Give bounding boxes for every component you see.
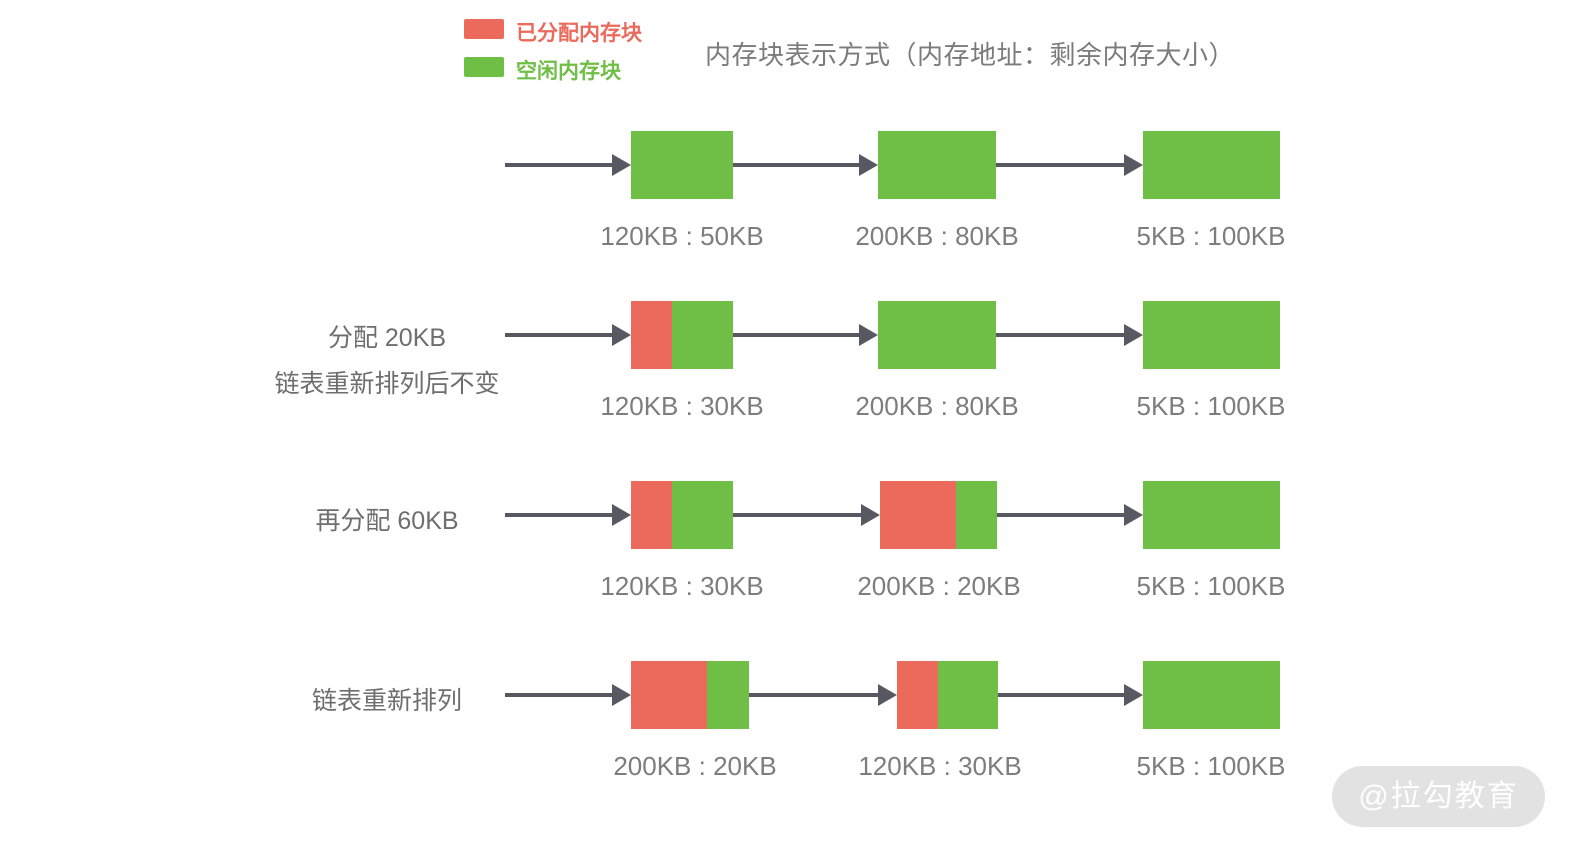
- allocated-segment: [880, 481, 956, 549]
- legend-free-swatch: [464, 57, 504, 77]
- link-arrow: [733, 504, 880, 526]
- row-label: 链表重新排列: [311, 687, 462, 715]
- arrow-shaft: [505, 513, 616, 517]
- link-arrow: [505, 504, 631, 526]
- arrow-head-icon: [612, 684, 631, 706]
- free-segment: [631, 131, 733, 199]
- block-caption: 120KB : 50KB: [600, 221, 764, 251]
- free-segment: [1143, 481, 1280, 549]
- memory-block: [878, 301, 996, 369]
- free-segment: [938, 661, 998, 729]
- memory-block: [880, 481, 997, 549]
- row-label: 分配 20KB: [327, 324, 447, 352]
- free-segment: [1143, 661, 1280, 729]
- arrow-head-icon: [878, 684, 897, 706]
- arrow-head-icon: [612, 324, 631, 346]
- arrow-head-icon: [612, 504, 631, 526]
- diagram-title: 内存块表示方式（内存地址：剩余内存大小）: [705, 40, 1236, 70]
- link-arrow: [998, 684, 1143, 706]
- arrow-shaft: [749, 693, 882, 697]
- row-label: 再分配 60KB: [315, 507, 459, 535]
- link-arrow: [996, 154, 1143, 176]
- block-caption: 200KB : 80KB: [855, 391, 1019, 421]
- arrow-shaft: [998, 693, 1128, 697]
- watermark-badge: @拉勾教育: [1332, 766, 1545, 827]
- arrow-shaft: [733, 513, 865, 517]
- block-caption: 200KB : 20KB: [857, 571, 1021, 601]
- free-segment: [672, 481, 733, 549]
- arrow-shaft: [997, 513, 1128, 517]
- allocated-segment: [631, 481, 672, 549]
- allocated-segment: [631, 661, 707, 729]
- arrow-head-icon: [1124, 324, 1143, 346]
- arrow-shaft: [996, 163, 1128, 167]
- arrow-shaft: [505, 163, 616, 167]
- link-arrow: [505, 154, 631, 176]
- memory-block: [878, 131, 996, 199]
- memory-block: [1143, 301, 1280, 369]
- arrow-shaft: [733, 163, 863, 167]
- arrow-head-icon: [612, 154, 631, 176]
- memory-block: [631, 661, 749, 729]
- free-segment: [878, 301, 996, 369]
- link-arrow: [749, 684, 897, 706]
- row-label: 链表重新排列后不变: [274, 370, 500, 398]
- memory-block: [1143, 131, 1280, 199]
- arrow-shaft: [996, 333, 1128, 337]
- link-arrow: [505, 684, 631, 706]
- legend-allocated-label: 已分配内存块: [516, 22, 642, 45]
- link-arrow: [505, 324, 631, 346]
- memory-block: [1143, 661, 1280, 729]
- memory-block: [897, 661, 998, 729]
- block-caption: 120KB : 30KB: [600, 391, 764, 421]
- block-caption: 120KB : 30KB: [600, 571, 764, 601]
- free-segment: [956, 481, 997, 549]
- block-caption: 5KB : 100KB: [1136, 571, 1286, 601]
- free-segment: [878, 131, 996, 199]
- memory-block: [631, 131, 733, 199]
- legend-free-label: 空闲内存块: [516, 60, 621, 83]
- free-segment: [1143, 131, 1280, 199]
- legend-allocated-swatch: [464, 19, 504, 39]
- memory-block: [1143, 481, 1280, 549]
- block-caption: 5KB : 100KB: [1136, 221, 1286, 251]
- free-segment: [672, 301, 733, 369]
- link-arrow: [996, 324, 1143, 346]
- link-arrow: [733, 154, 878, 176]
- block-caption: 200KB : 20KB: [613, 751, 777, 781]
- block-caption: 200KB : 80KB: [855, 221, 1019, 251]
- free-segment: [1143, 301, 1280, 369]
- allocated-segment: [631, 301, 672, 369]
- link-arrow: [997, 504, 1143, 526]
- arrow-head-icon: [859, 154, 878, 176]
- block-caption: 5KB : 100KB: [1136, 391, 1286, 421]
- block-caption: 120KB : 30KB: [858, 751, 1022, 781]
- arrow-head-icon: [861, 504, 880, 526]
- arrow-head-icon: [1124, 684, 1143, 706]
- arrow-head-icon: [1124, 154, 1143, 176]
- arrow-shaft: [505, 693, 616, 697]
- arrow-shaft: [505, 333, 616, 337]
- free-segment: [707, 661, 749, 729]
- arrow-head-icon: [1124, 504, 1143, 526]
- memory-block: [631, 301, 733, 369]
- arrow-head-icon: [859, 324, 878, 346]
- arrow-shaft: [733, 333, 863, 337]
- block-caption: 5KB : 100KB: [1136, 751, 1286, 781]
- allocated-segment: [897, 661, 938, 729]
- memory-block: [631, 481, 733, 549]
- link-arrow: [733, 324, 878, 346]
